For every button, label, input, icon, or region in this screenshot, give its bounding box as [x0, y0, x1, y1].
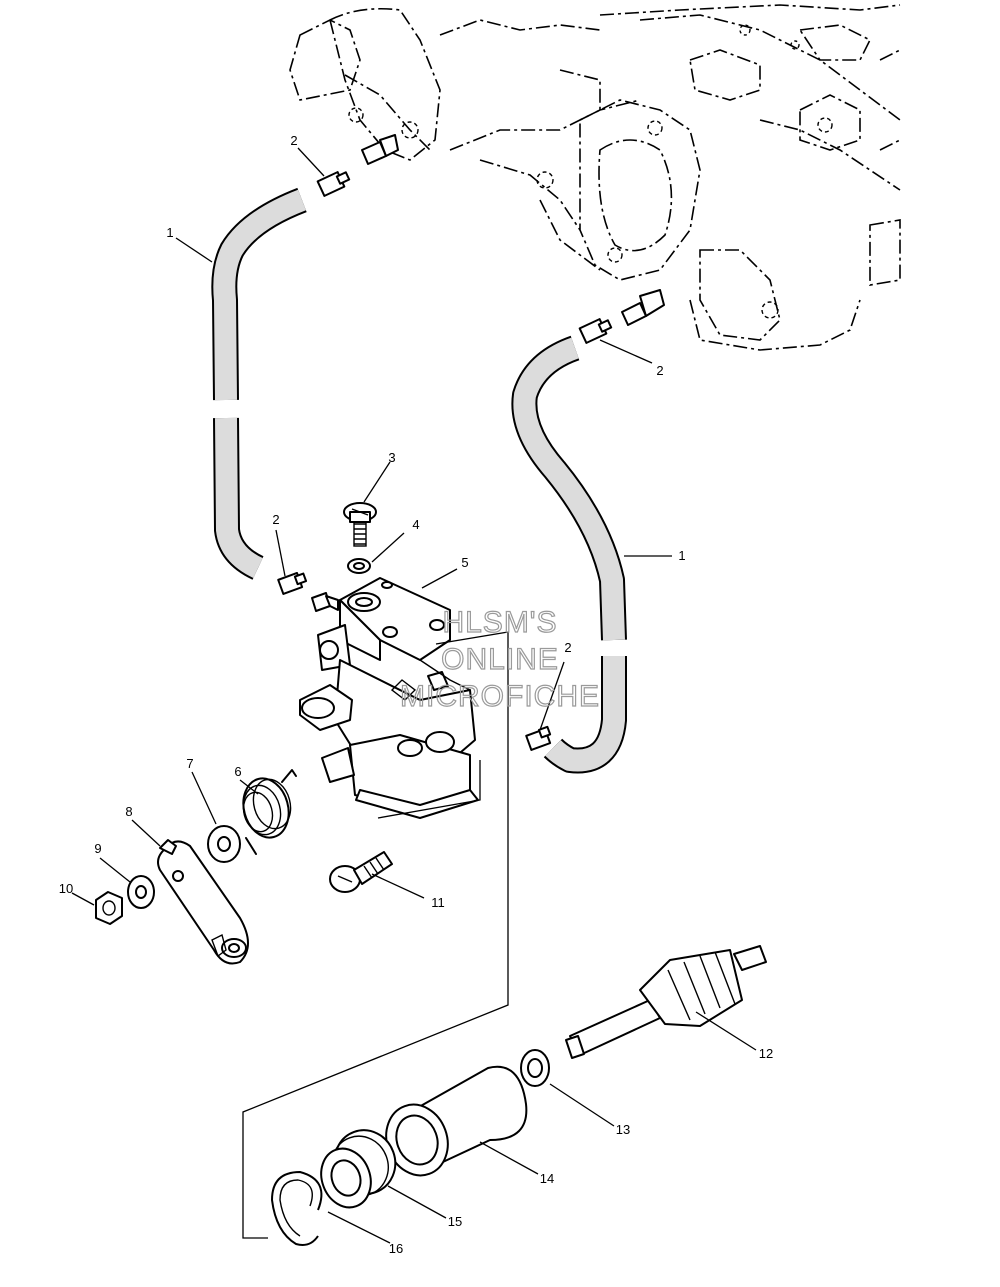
watermark-line-2: ONLINE: [441, 643, 559, 676]
callout-6-spring: 6: [234, 764, 241, 779]
callout-8-lever: 8: [125, 804, 132, 819]
engine-cylinder-head: [289, 4, 901, 351]
callout-15-seal: 15: [448, 1214, 462, 1229]
callout-3-bleed-screw: 3: [388, 450, 395, 465]
callout-7-washer: 7: [186, 756, 193, 771]
thrust-washer-13: [520, 1049, 550, 1087]
lock-washer-9: [127, 875, 155, 909]
drive-gear-shaft: [565, 945, 767, 1059]
callout-2-clamp-lower-left: 2: [272, 512, 279, 527]
callout-12-gear-shaft: 12: [759, 1046, 773, 1061]
clamp-upper-right: [578, 318, 613, 344]
hose-right-upper: [511, 335, 627, 641]
callout-9-lock-washer: 9: [94, 841, 101, 856]
leader-lines: [71, 147, 757, 1244]
callout-11-screw: 11: [431, 895, 445, 910]
mounting-screw-11: [329, 851, 393, 893]
engine-fitting-left: [361, 134, 399, 165]
callout-2-clamp-lower-right: 2: [564, 640, 571, 655]
callout-2-clamp-upper-left: 2: [290, 133, 297, 148]
group-bracket: [242, 631, 509, 1239]
callout-2-clamp-upper-right: 2: [656, 363, 663, 378]
callout-5-oil-pump: 5: [461, 555, 468, 570]
pump-nipple-right: [427, 671, 449, 691]
clamp-lower-left: [277, 572, 308, 595]
watermark: HLSM'S ONLINE MICROFICHE: [399, 605, 600, 713]
watermark-line-1: HLSM'S: [442, 606, 557, 639]
clamp-upper-left: [316, 171, 351, 197]
hose-left-lower: [213, 417, 264, 580]
sealing-washer: [347, 558, 371, 574]
callout-14-bushing: 14: [540, 1171, 554, 1186]
hose-right-lower: [543, 656, 627, 774]
hose-left-upper: [211, 187, 307, 401]
oil-seal-15: [320, 1129, 397, 1209]
nut-10: [95, 891, 123, 925]
pump-nipple-left: [311, 592, 339, 612]
watermark-line-3: MICROFICHE: [400, 680, 600, 713]
callout-4-washer: 4: [412, 517, 419, 532]
engine-fitting-right: [621, 289, 665, 326]
clamp-lower-right: [525, 725, 552, 751]
callout-10-nut: 10: [59, 881, 73, 896]
callout-numbers: 1 1 2 2 2 2 3 4 5 6 7 8 9 10 11 12 13 14…: [59, 133, 773, 1256]
callout-1-hose-right: 1: [678, 548, 685, 563]
return-spring: [242, 769, 297, 855]
bleed-screw: [343, 502, 377, 547]
callout-16-circlip: 16: [389, 1241, 403, 1256]
callout-13-washer: 13: [616, 1122, 630, 1137]
callout-1-hose-left: 1: [166, 225, 173, 240]
oil-pump-body: [299, 577, 479, 819]
control-lever: [157, 839, 249, 965]
bushing-sleeve-14: [385, 1065, 528, 1177]
circlip-16: [271, 1171, 323, 1246]
washer-7: [207, 825, 241, 863]
